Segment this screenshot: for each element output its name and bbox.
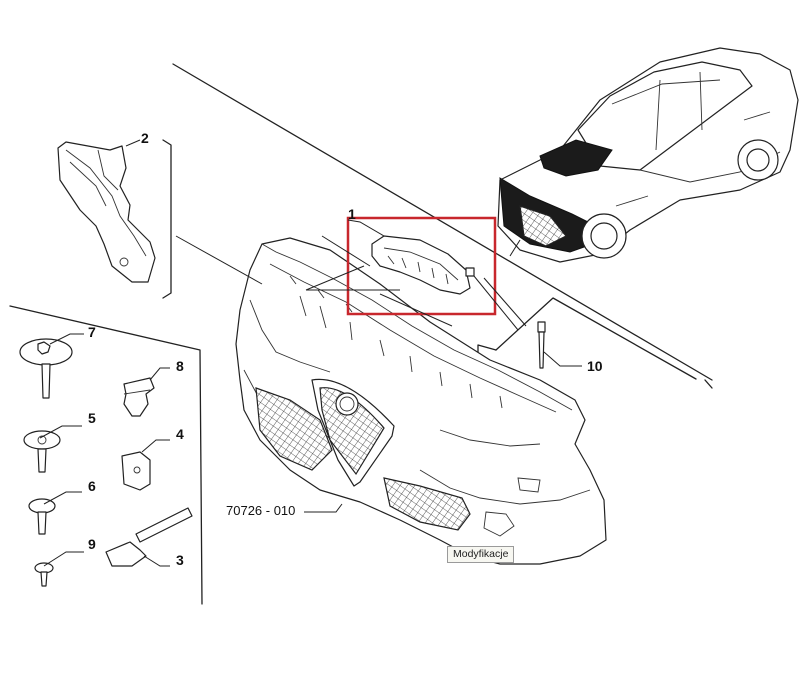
- part-9-screw[interactable]: [34, 562, 54, 587]
- part-4-nut[interactable]: [121, 451, 151, 491]
- callout-8[interactable]: 8: [176, 358, 184, 374]
- callout-1[interactable]: 1: [348, 206, 356, 222]
- leader-lines: [39, 139, 582, 567]
- callout-4[interactable]: 4: [176, 426, 184, 442]
- part-3-rivet[interactable]: [105, 507, 193, 567]
- front-bumper[interactable]: [235, 237, 607, 565]
- callout-9[interactable]: 9: [88, 536, 96, 552]
- part-6-screw[interactable]: [28, 498, 56, 535]
- callout-2[interactable]: 2: [141, 130, 149, 146]
- callout-7[interactable]: 7: [88, 324, 96, 340]
- part-10-pin[interactable]: [537, 321, 546, 369]
- car-overview-illustration: [497, 47, 799, 263]
- part-5-screw[interactable]: [23, 430, 61, 473]
- modifications-tag[interactable]: Modyfikacje: [447, 546, 515, 563]
- highlight-box: [346, 216, 497, 316]
- callout-10[interactable]: 10: [587, 358, 603, 374]
- callout-5[interactable]: 5: [88, 410, 96, 426]
- part-7-screw[interactable]: [19, 338, 73, 399]
- drawing-code: 70726 - 010: [226, 503, 296, 518]
- callout-3[interactable]: 3: [176, 552, 184, 568]
- part-2-bracket[interactable]: [57, 141, 156, 283]
- part-1-deflector[interactable]: [371, 235, 475, 295]
- callout-6[interactable]: 6: [88, 478, 96, 494]
- part-8-clip[interactable]: [123, 377, 155, 417]
